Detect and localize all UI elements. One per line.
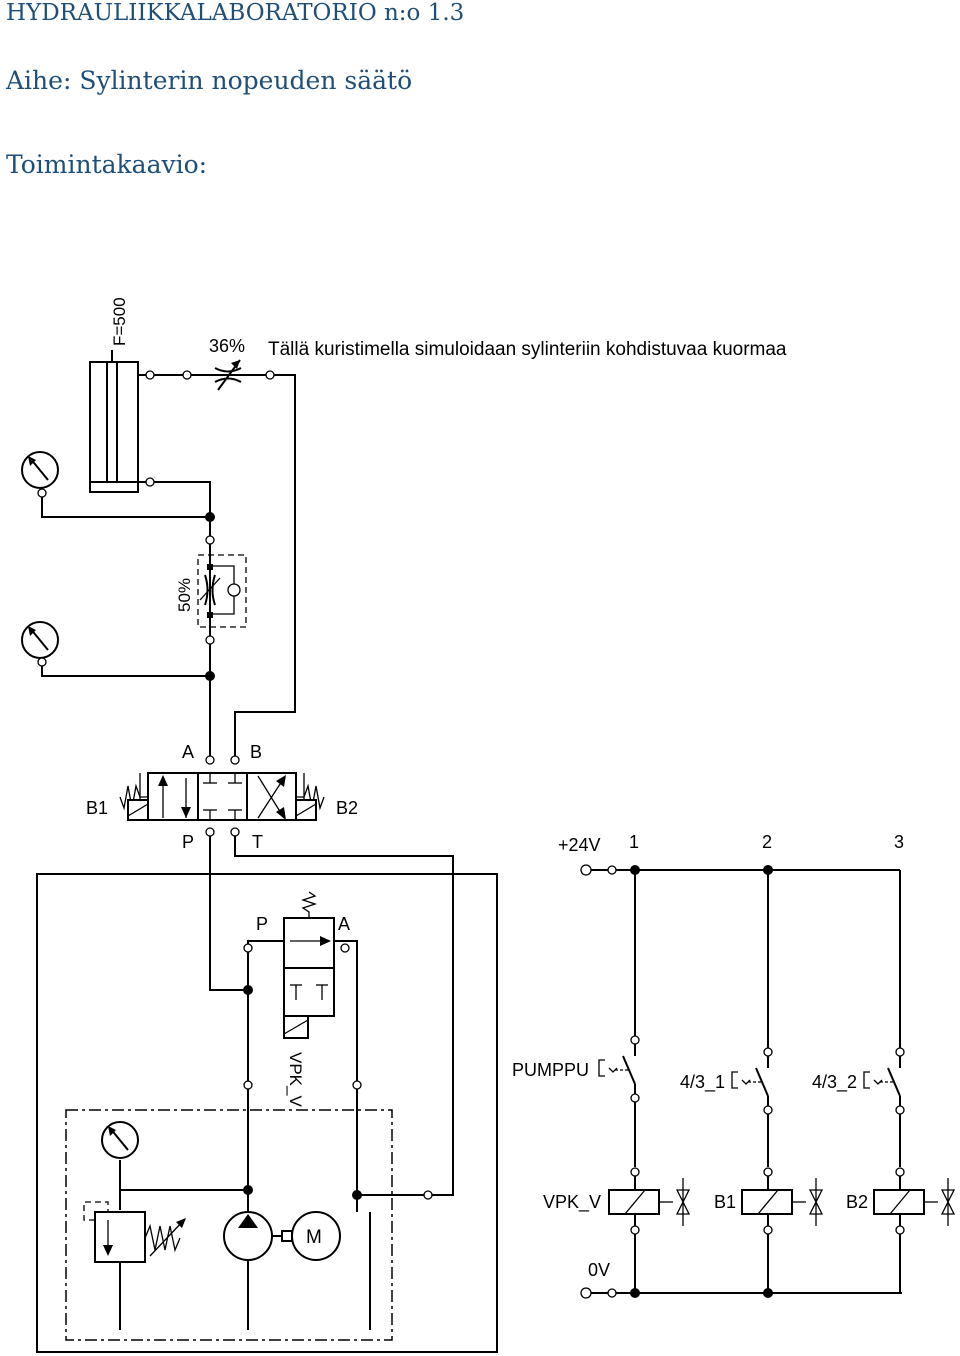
rung-number: 2 (762, 832, 772, 852)
valve-port-p: P (182, 832, 194, 852)
bypass-solenoid-valve (283, 891, 335, 1039)
bypass-valve-name: VPK_V (286, 1052, 305, 1107)
bypass-port-p: P (256, 914, 268, 934)
cylinder-force-label: F=500 (110, 297, 129, 346)
valve-port-t: T (252, 832, 263, 852)
flow-control-percent: 50% (175, 578, 194, 612)
motor-label: M (306, 1227, 322, 1248)
supply-label: +24V (558, 835, 601, 855)
indicator-icon (940, 1189, 956, 1215)
hydraulic-pump (223, 1211, 293, 1330)
ground-label: 0V (588, 1260, 610, 1280)
solenoid-b2-label: B2 (336, 798, 358, 818)
section-heading: Toimintakaavio: (6, 150, 208, 179)
coil-label: B1 (714, 1192, 736, 1212)
pressure-gauge-icon (21, 451, 210, 518)
bypass-port-a: A (338, 914, 350, 934)
load-throttle-note: Tällä kuristimella simuloidaan sylinteri… (268, 339, 787, 360)
hydraulic-cylinder (89, 350, 139, 493)
indicator-icon (675, 1189, 691, 1215)
solenoid-coil-icon (608, 1189, 660, 1215)
electric-motor: M (291, 1211, 341, 1261)
valve-port-a: A (182, 742, 194, 762)
switch-label: 4/3_1 (680, 1072, 725, 1093)
load-throttle-valve (214, 359, 242, 391)
coil-label: VPK_V (543, 1192, 601, 1213)
rung-number: 3 (894, 832, 904, 852)
solenoid-coil-icon (741, 1189, 793, 1215)
pressure-gauge-icon (101, 1121, 139, 1190)
switch-label: 4/3_2 (812, 1072, 857, 1093)
switch-contact-icon (755, 1067, 769, 1097)
switch-contact-icon (887, 1067, 901, 1097)
pressure-relief-valve (83, 1201, 186, 1263)
solenoid-coil-icon (873, 1189, 925, 1215)
load-throttle-percent: 36% (209, 336, 245, 356)
document-subject: Aihe: Sylinterin nopeuden säätö (6, 66, 413, 95)
document-title: HYDRAULIIKKALABORATORIO n:o 1.3 (6, 0, 465, 26)
coil-label: B2 (846, 1192, 868, 1212)
switch-contact-icon (622, 1055, 636, 1085)
directional-valve-4-3 (119, 772, 325, 821)
indicator-icon (808, 1189, 824, 1215)
flow-control-valve (197, 535, 247, 645)
pressure-gauge-icon (21, 621, 210, 677)
valve-port-b: B (250, 742, 262, 762)
switch-label: PUMPPU (512, 1060, 589, 1080)
solenoid-b1-label: B1 (86, 798, 108, 818)
rung-number: 1 (629, 832, 639, 852)
